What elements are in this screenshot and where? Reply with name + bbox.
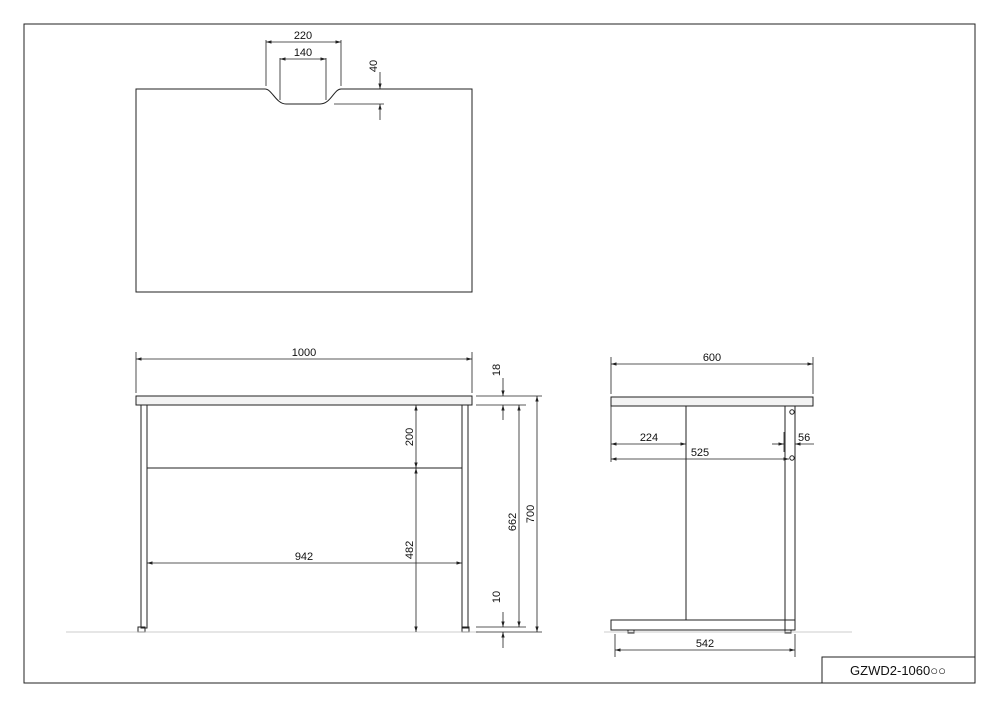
front-left-leg [140, 404, 148, 629]
desktop-outline [135, 88, 473, 293]
dim-label-inner-width: 942 [295, 551, 313, 563]
bracket-hole-bottom [789, 455, 795, 461]
dim-label-base-length: 542 [696, 638, 714, 650]
title-block: GZWD2-1060○○ [821, 656, 976, 684]
front-view: 1000 942 200 482 18 662 700 10 [66, 347, 542, 648]
drawing-frame [23, 23, 976, 684]
dim-label-apron-height: 200 [404, 428, 416, 446]
side-view: 600 224 525 56 542 [604, 352, 852, 657]
bracket-hole-top [789, 409, 795, 415]
dim-label-top-thickness: 18 [491, 364, 503, 376]
dim-label-leg-height: 662 [507, 513, 519, 531]
dim-label-notch-outer: 220 [294, 30, 312, 42]
dim-label-overall-height: 700 [525, 505, 537, 523]
dim-label-foot-height: 10 [491, 591, 503, 603]
dim-label-bracket-width: 56 [798, 432, 810, 444]
model-code: GZWD2-1060○○ [850, 663, 946, 678]
top-view: 220 140 40 [135, 30, 473, 293]
dim-label-notch-inner: 140 [294, 47, 312, 59]
dim-label-notch-depth: 40 [368, 60, 380, 72]
dim-label-panel-offset: 224 [640, 432, 658, 444]
side-desktop [610, 396, 814, 407]
side-panel [685, 405, 786, 621]
front-right-leg [461, 404, 469, 629]
dim-label-rail-span: 525 [691, 447, 709, 459]
dim-label-overall-depth: 600 [703, 352, 721, 364]
side-base-foot [610, 619, 796, 631]
dim-label-under-apron: 482 [404, 541, 416, 559]
side-upright [784, 405, 796, 631]
front-desktop [135, 395, 473, 406]
dim-label-overall-width: 1000 [292, 347, 316, 359]
